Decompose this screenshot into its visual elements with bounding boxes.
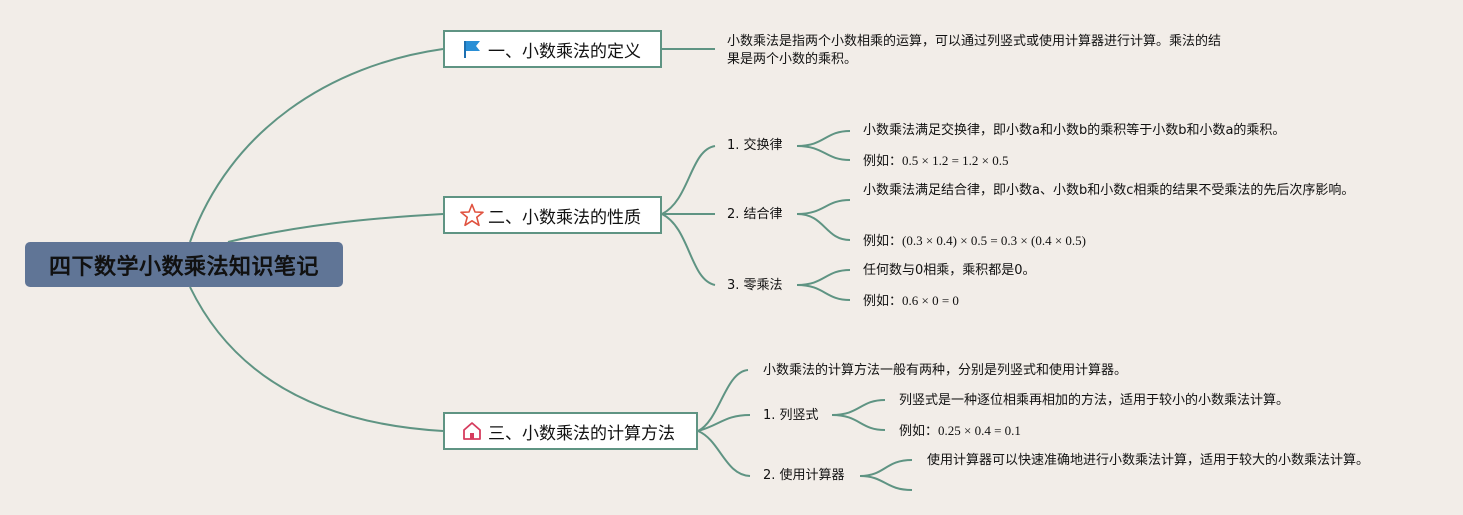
example-formula: 0.5 × 1.2 = 1.2 × 0.5 (902, 153, 1009, 168)
branch-definition-title: 一、小数乘法的定义 (488, 41, 641, 62)
link-branch3-method2 (697, 430, 751, 477)
method-vertical-desc: 列竖式是一种逐位相乘再相加的方法，适用于较小的小数乘法计算。 (899, 393, 1290, 408)
example-prefix: 例如： (863, 294, 903, 309)
method-calculator-label[interactable]: 2. 使用计算器 (763, 468, 845, 483)
link-method2-desc (859, 459, 913, 477)
home-icon (460, 419, 484, 443)
link-branch2-prop1 (661, 145, 716, 215)
definition-content: 小数乘法是指两个小数相乘的运算，可以通过列竖式或使用计算器进行计算。乘法的结果是… (727, 34, 1222, 67)
link-prop1-desc (796, 130, 851, 147)
link-prop2-desc (796, 199, 851, 215)
example-formula: 0.25 × 0.4 = 0.1 (938, 423, 1021, 438)
example-prefix: 例如： (863, 234, 903, 249)
link-method1-example (831, 414, 886, 431)
example-prefix: 例如： (899, 424, 939, 439)
methods-intro: 小数乘法的计算方法一般有两种，分别是列竖式和使用计算器。 (763, 363, 1128, 378)
star-icon (460, 203, 484, 227)
example-prefix: 例如： (863, 154, 903, 169)
branch-methods-title: 三、小数乘法的计算方法 (488, 423, 675, 444)
flag-icon (460, 37, 484, 61)
link-prop1-example (796, 145, 851, 161)
branch-definition[interactable]: 一、小数乘法的定义 (443, 30, 662, 68)
link-prop3-example (796, 284, 851, 301)
property-zero-desc: 任何数与0相乘，乘积都是0。 (863, 263, 1036, 278)
property-zero-example: 例如：0.6 × 0 = 0 (863, 292, 959, 311)
property-associative-desc: 小数乘法满足结合律，即小数a、小数b和小数c相乘的结果不受乘法的先后次序影响。 (863, 183, 1355, 198)
method-calculator-desc: 使用计算器可以快速准确地进行小数乘法计算，适用于较大的小数乘法计算。 (927, 453, 1370, 468)
example-formula: 0.6 × 0 = 0 (902, 293, 959, 308)
branch-properties-title: 二、小数乘法的性质 (488, 207, 641, 228)
link-branch3-method1 (697, 414, 751, 432)
link-branch3-intro (697, 369, 749, 432)
method-vertical-example: 例如：0.25 × 0.4 = 0.1 (899, 422, 1021, 441)
property-associative-example: 例如：(0.3 × 0.4) × 0.5 = 0.3 × (0.4 × 0.5) (863, 232, 1086, 251)
method-vertical-label[interactable]: 1. 列竖式 (763, 408, 819, 423)
example-formula: (0.3 × 0.4) × 0.5 = 0.3 × (0.4 × 0.5) (902, 233, 1086, 248)
root-title: 四下数学小数乘法知识笔记 (48, 254, 319, 280)
link-branch2-prop3 (661, 213, 716, 286)
link-prop2-example (796, 213, 851, 241)
link-prop3-desc (796, 269, 851, 286)
property-commutative-label[interactable]: 1. 交换律 (727, 138, 783, 153)
branch-methods[interactable]: 三、小数乘法的计算方法 (443, 412, 698, 450)
branch-properties[interactable]: 二、小数乘法的性质 (443, 196, 662, 234)
link-root-branch1 (189, 48, 444, 243)
property-commutative-desc: 小数乘法满足交换律，即小数a和小数b的乘积等于小数b和小数a的乘积。 (863, 123, 1286, 138)
root-topic[interactable]: 四下数学小数乘法知识笔记 (25, 242, 343, 287)
link-root-branch3 (189, 286, 444, 432)
property-zero-label[interactable]: 3. 零乘法 (727, 278, 783, 293)
link-method2-bottom (859, 475, 913, 491)
property-associative-label[interactable]: 2. 结合律 (727, 207, 783, 222)
link-root-branch2 (227, 213, 444, 243)
link-method1-desc (831, 399, 886, 416)
property-commutative-example: 例如：0.5 × 1.2 = 1.2 × 0.5 (863, 152, 1009, 171)
